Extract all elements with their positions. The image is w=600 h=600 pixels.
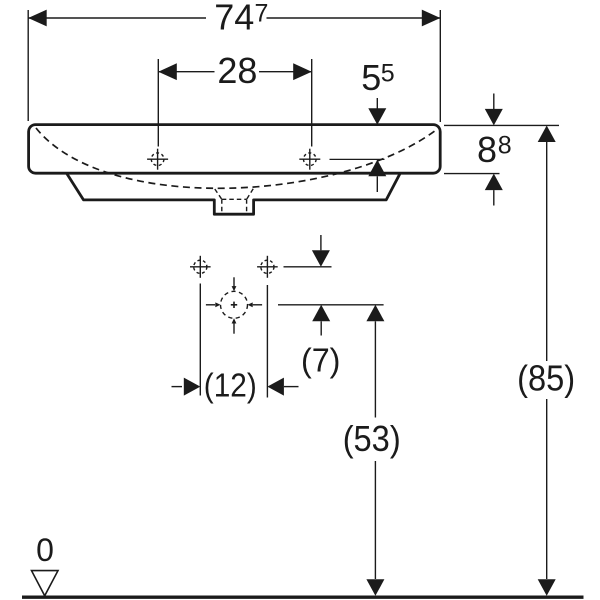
svg-text:5: 5 <box>381 60 395 88</box>
svg-text:7: 7 <box>255 0 269 27</box>
svg-text:0: 0 <box>36 532 54 568</box>
svg-text:8: 8 <box>498 132 512 160</box>
svg-text:28: 28 <box>217 50 257 91</box>
svg-text:(12): (12) <box>204 366 257 403</box>
svg-text:(7): (7) <box>301 342 341 379</box>
svg-text:8: 8 <box>477 129 497 170</box>
svg-text:(53): (53) <box>343 418 401 459</box>
svg-text:5: 5 <box>361 57 381 98</box>
svg-text:(85): (85) <box>517 358 575 399</box>
svg-text:74: 74 <box>214 0 254 38</box>
